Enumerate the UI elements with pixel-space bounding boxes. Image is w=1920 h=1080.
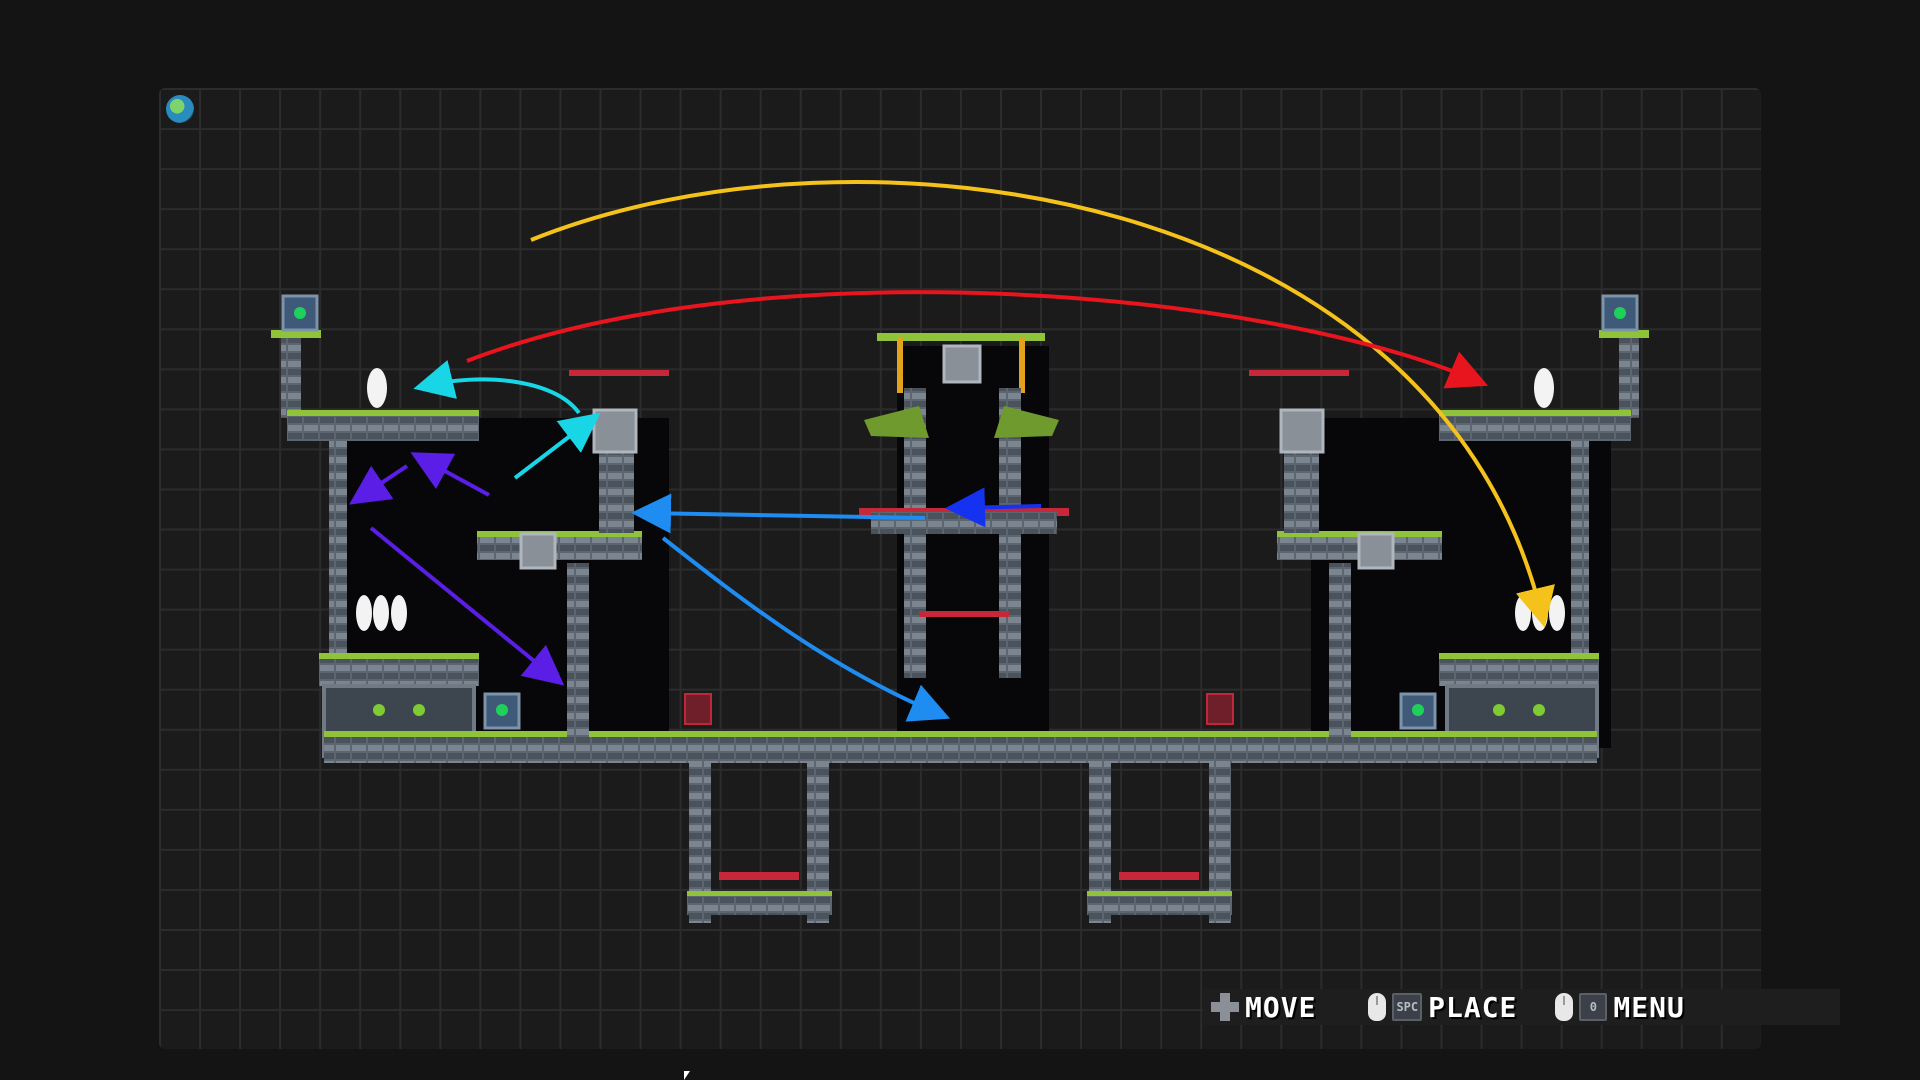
mouse-icon [1555,993,1574,1021]
ducks[interactable] [356,368,1565,631]
arrow-violet-2 [349,464,409,505]
arrow-red [466,290,1489,389]
arrow-blue-1 [631,493,926,534]
menu-key: 0 [1579,993,1608,1021]
move-label: MOVE [1245,990,1317,1024]
arrow-cyan-1 [413,360,581,415]
left-structure[interactable] [271,294,884,923]
move-control: MOVE [1211,991,1316,1024]
place-control: SPC PLACE [1368,991,1517,1024]
path-arrows [349,179,1555,722]
mouse-cursor-icon [684,1071,690,1080]
right-structure[interactable] [1037,294,1649,763]
level-editor[interactable] [159,88,1761,1049]
arrow-darkblue [945,487,1042,528]
arrow-cyan-2 [513,412,601,480]
arrow-violet-1 [410,452,490,497]
dpad-icon [1211,993,1239,1021]
mouse-icon [1368,993,1387,1021]
level-layout [271,179,1649,923]
arrow-yellow [530,179,1555,628]
controls-hud: MOVE SPC PLACE 0 MENU [1203,989,1840,1025]
center-structure[interactable] [797,333,1232,923]
globe-icon[interactable] [166,95,194,123]
place-label: PLACE [1428,990,1518,1024]
arrow-violet-3 [369,526,565,686]
place-key: SPC [1392,993,1423,1021]
menu-label: MENU [1613,990,1685,1024]
arrow-blue-2 [661,536,951,722]
menu-control: 0 MENU [1555,991,1684,1024]
